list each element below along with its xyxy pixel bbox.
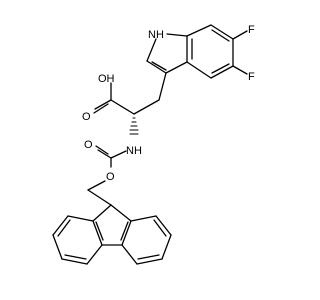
bond-c9-c9a: [92, 204, 112, 222]
bond-c6-f: [232, 30, 248, 40]
bond-ccarbonyl-o-double: [95, 145, 109, 155]
bond-l2-double: [57, 219, 71, 237]
bond-ch2-calpha: [133, 99, 160, 115]
bond-l4-double: [64, 254, 87, 260]
bond-c5-c4-double: [211, 63, 230, 74]
bond-nh-ccarbonyl: [110, 150, 127, 159]
atom-labels: NH F F OH O NH O O: [82, 24, 255, 183]
bond-c7a-n1: [166, 33, 188, 37]
label-oh: OH: [98, 73, 115, 85]
label-o-carbamate: O: [84, 139, 93, 151]
bond-c2-c3-double: [151, 61, 167, 71]
bond-l5: [86, 244, 103, 265]
bond-c7a-c7: [186, 24, 212, 37]
bond-r4-double: [137, 254, 160, 260]
bond-oester-ch2: [87, 180, 106, 191]
bond-n1-c2: [146, 38, 157, 62]
bond-c5-f: [232, 65, 248, 75]
bond-cooh-o: [94, 99, 112, 110]
bond-c9a-c4a: [92, 220, 103, 246]
label-nh-amide: NH: [126, 145, 142, 157]
bond-r2: [155, 215, 172, 236]
amino-acid-backbone: [93, 72, 167, 135]
label-nh-indole: NH: [148, 29, 164, 41]
bond-c9-c8a: [110, 204, 132, 222]
bond-c5-c4: [210, 65, 234, 79]
bond-r4: [136, 258, 163, 265]
bond-r5: [121, 244, 138, 265]
bond-calpha-cooh: [110, 99, 135, 115]
stereo-hash-bond: [129, 117, 139, 135]
label-f-top: F: [248, 24, 255, 36]
bond-c7-c6-double: [211, 29, 230, 42]
bond-r3: [161, 234, 172, 260]
bond-c7-c6: [210, 24, 234, 40]
bond-r1: [130, 215, 157, 222]
bond-c8a-c4b: [121, 220, 132, 246]
bond-c3-ch2: [158, 72, 167, 101]
bond-l3: [52, 234, 63, 260]
label-f-bottom: F: [248, 71, 255, 83]
bond-ch2-c9: [87, 189, 112, 206]
bond-c2-c3: [146, 60, 167, 74]
bond-l4: [61, 258, 88, 265]
fluorene-ring: [52, 204, 172, 265]
bond-l2: [52, 215, 69, 236]
carbamate-group: [87, 145, 127, 206]
bond-ccarbonyl-o: [97, 149, 112, 159]
label-o-ester: O: [106, 171, 115, 183]
bond-c4-c3a: [186, 61, 212, 79]
molecule-structure-view: NH F F OH O NH O O: [52, 24, 255, 265]
bond-l6-double: [95, 221, 104, 241]
bond-r6-double: [120, 221, 129, 241]
molecule-svg: NH F F OH O NH O O: [52, 24, 255, 265]
label-o-acid: O: [82, 111, 91, 123]
bond-r2-double: [153, 219, 167, 237]
bond-l1: [67, 215, 94, 222]
bond-cooh-o-double: [93, 103, 109, 114]
indole-ring: [146, 24, 248, 79]
bond-c3-c3a: [165, 61, 188, 74]
